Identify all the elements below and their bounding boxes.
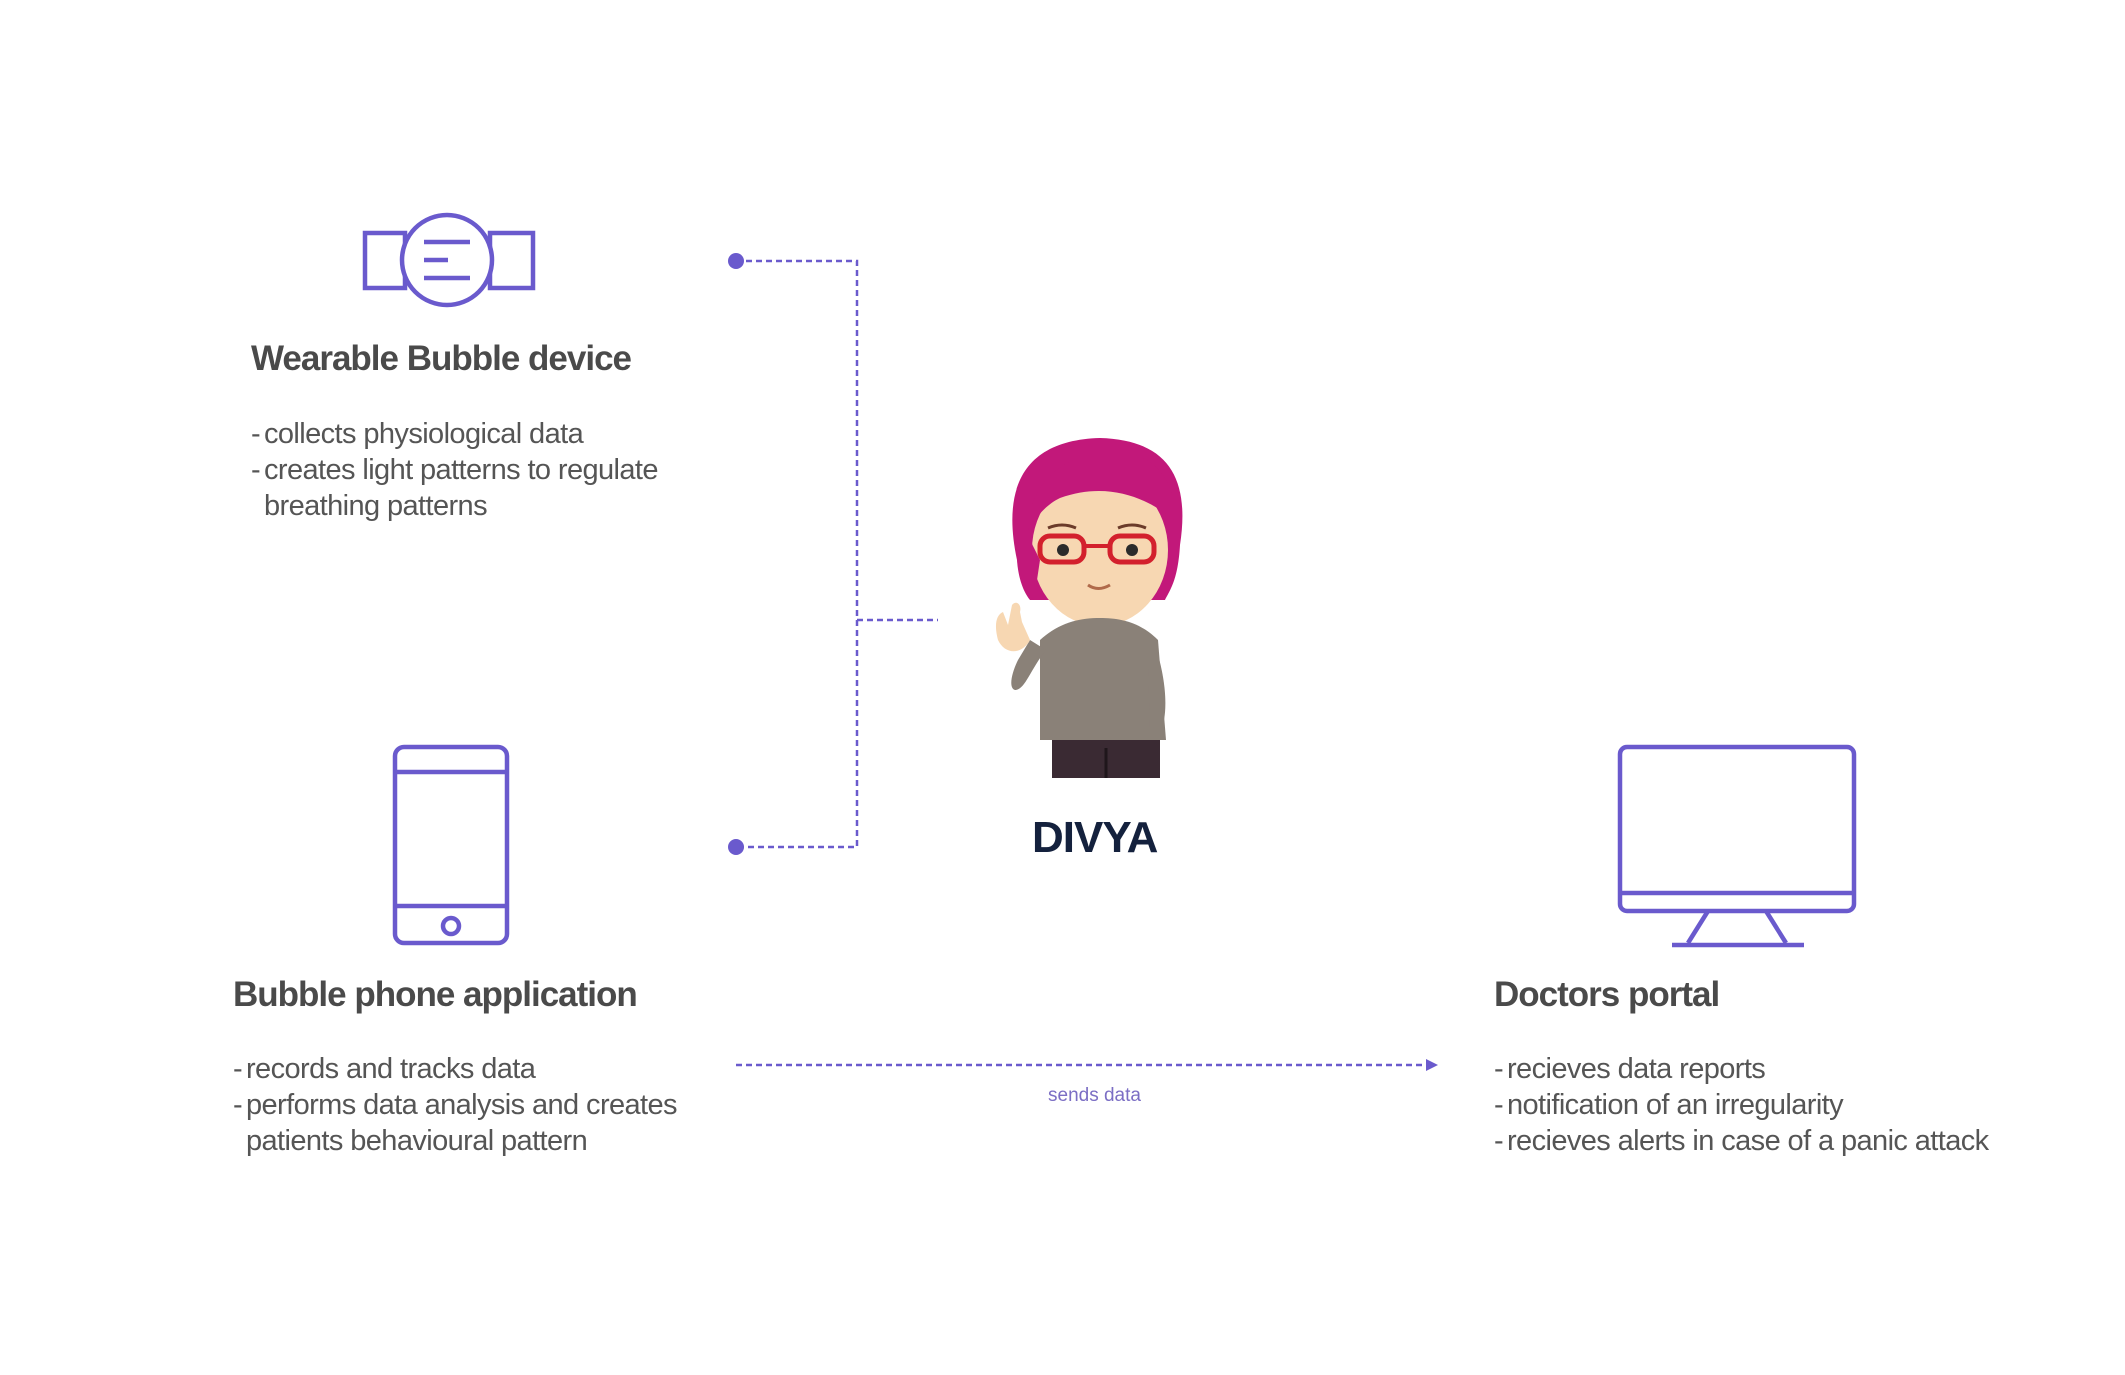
phone-bullets: records and tracks data performs data an… (233, 1051, 678, 1159)
portal-bullet-2: notification of an irregularity (1494, 1087, 1989, 1123)
phone-connector-dot (728, 839, 744, 855)
person-avatar-icon (995, 438, 1183, 778)
monitor-icon (1617, 744, 1857, 948)
portal-bullet-1: recieves data reports (1494, 1051, 1989, 1087)
phone-title: Bubble phone application (233, 975, 638, 1014)
wearable-bullet-2: creates light patterns to regulate breat… (251, 452, 659, 524)
phone-bullet-1: records and tracks data (233, 1051, 677, 1087)
wearable-bullet-1: collects physiological data (251, 416, 658, 452)
portal-bullets: recieves data reports notification of an… (1494, 1051, 1989, 1159)
wearable-connector-dot (728, 253, 744, 269)
portal-title: Doctors portal (1494, 975, 1720, 1014)
device-to-person-connector (736, 259, 938, 849)
phone-bullet-2: performs data analysis and creates patie… (233, 1087, 678, 1159)
person-name: DIVYA (1032, 813, 1158, 862)
wristband-icon (362, 212, 536, 308)
wearable-bullets: collects physiological data creates ligh… (251, 416, 659, 524)
wearable-title: Wearable Bubble device (251, 339, 632, 378)
smartphone-icon (392, 744, 510, 946)
sends-data-label: sends data (1048, 1085, 1141, 1106)
portal-bullet-3: recieves alerts in case of a panic attac… (1494, 1123, 1989, 1159)
